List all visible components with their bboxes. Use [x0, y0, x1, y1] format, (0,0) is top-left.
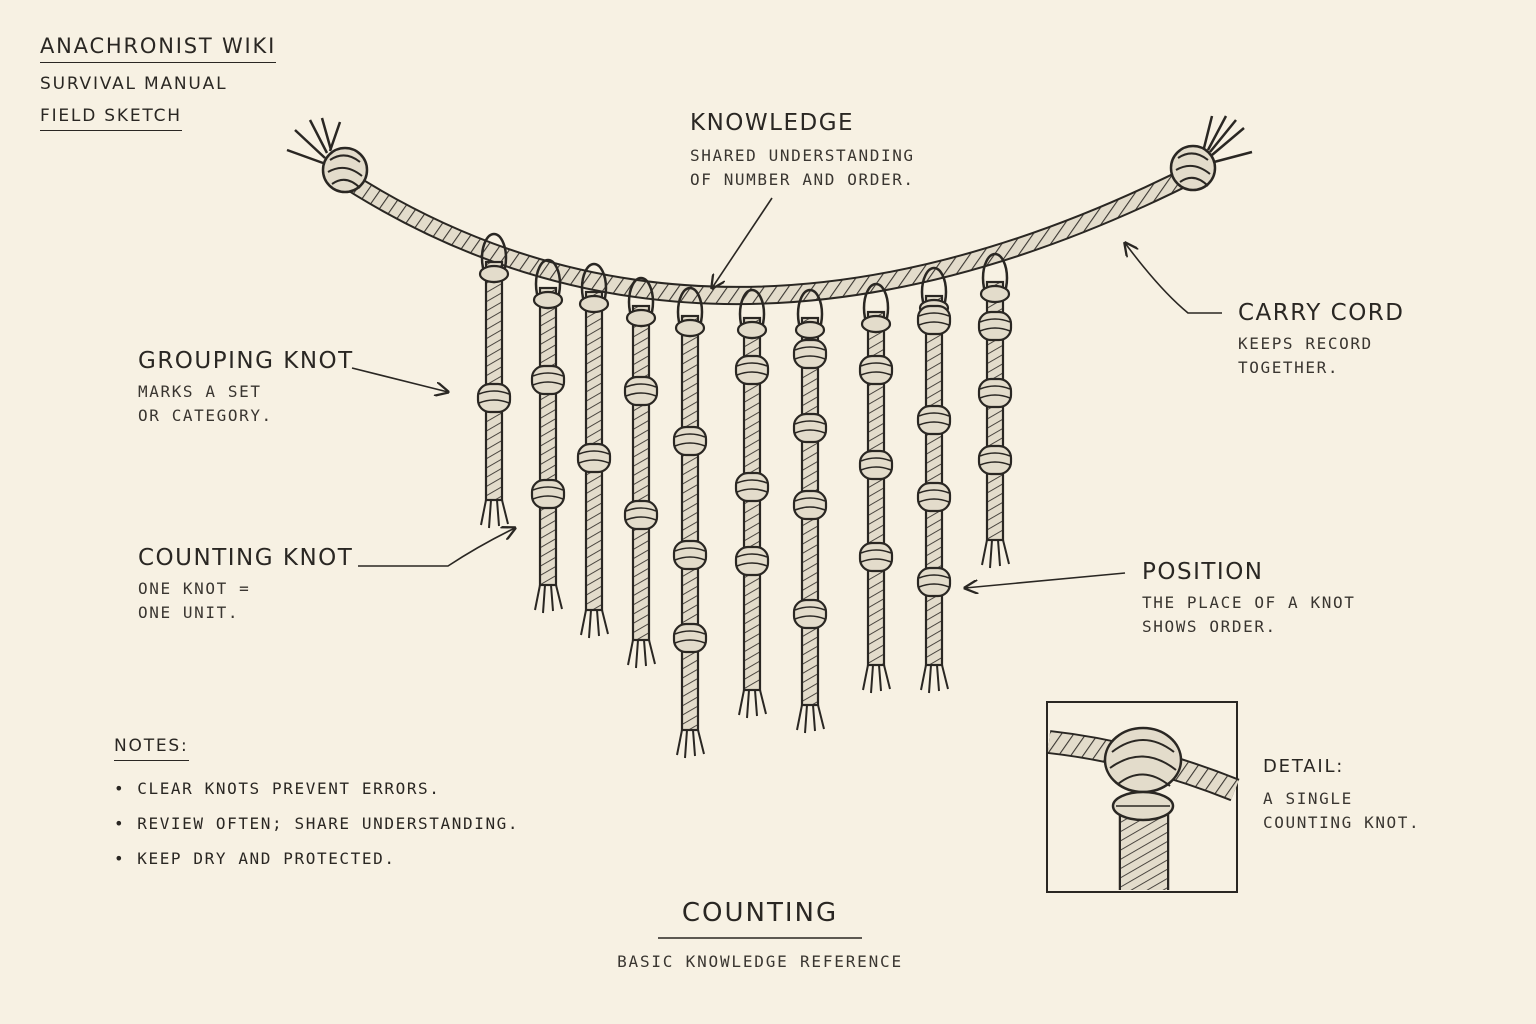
knowledge-desc-2: OF NUMBER AND ORDER.: [690, 170, 915, 189]
grouping-knot-title: GROUPING KNOT: [138, 348, 354, 374]
counting-knot: [858, 541, 894, 573]
counting-knot: [977, 444, 1013, 476]
counting-knot: [858, 449, 894, 481]
detail-desc-1: A SINGLE: [1263, 789, 1353, 808]
carry-cord-desc-2: TOGETHER.: [1238, 358, 1340, 377]
position-label: POSITION THE PLACE OF A KNOT SHOWS ORDER…: [1142, 559, 1355, 639]
pendant-cord: [576, 262, 612, 639]
counting-knot: [530, 478, 566, 510]
counting-knot: [977, 310, 1013, 342]
knowledge-arrow: [712, 197, 773, 288]
manual-subtitle: SURVIVAL MANUAL: [40, 74, 228, 94]
footer-subtitle: BASIC KNOWLEDGE REFERENCE: [617, 952, 903, 971]
counting-knot-title: COUNTING KNOT: [138, 545, 354, 571]
carry-cord-title: CARRY CORD: [1238, 300, 1405, 326]
notes-list: CLEAR KNOTS PREVENT ERRORS. REVIEW OFTEN…: [114, 779, 519, 884]
counting-knot: [858, 354, 894, 386]
grouping-knot-desc-1: MARKS A SET: [138, 382, 262, 401]
pendant-cord: [792, 288, 828, 734]
pendant-cord: [858, 282, 894, 694]
grouping-knot-arrow: [351, 367, 448, 392]
note-item: REVIEW OFTEN; SHARE UNDERSTANDING.: [114, 814, 519, 849]
pendant-cord: [734, 288, 770, 719]
pendant-cord: [530, 258, 566, 614]
pendant-cord: [977, 252, 1013, 569]
pendant-cord: [916, 266, 952, 694]
knowledge-title: KNOWLEDGE: [690, 110, 855, 136]
grouping-knot-label: GROUPING KNOT MARKS A SET OR CATEGORY.: [138, 348, 354, 428]
counting-knot: [672, 539, 708, 571]
detail-inset: [1046, 701, 1240, 893]
knowledge-label: KNOWLEDGE SHARED UNDERSTANDING OF NUMBER…: [690, 110, 915, 192]
note-item: CLEAR KNOTS PREVENT ERRORS.: [114, 779, 519, 814]
position-desc-2: SHOWS ORDER.: [1142, 617, 1277, 636]
counting-knot-arrow: [358, 528, 515, 567]
counting-knot: [672, 622, 708, 654]
footer: COUNTING BASIC KNOWLEDGE REFERENCE: [0, 898, 1520, 974]
notes-title: NOTES:: [114, 736, 189, 761]
counting-knot-label: COUNTING KNOT ONE KNOT = ONE UNIT.: [138, 545, 353, 625]
wiki-title: ANACHRONIST WIKI: [40, 34, 277, 63]
pendant-cord: [672, 286, 708, 759]
carry-cord-arrow: [1125, 243, 1222, 314]
knowledge-desc-1: SHARED UNDERSTANDING: [690, 146, 915, 165]
counting-knot: [916, 404, 952, 436]
counting-knot: [977, 377, 1013, 409]
counting-knot-desc-1: ONE KNOT =: [138, 579, 251, 598]
counting-knot: [734, 354, 770, 386]
counting-knot: [530, 364, 566, 396]
footer-title: COUNTING: [681, 898, 839, 928]
position-title: POSITION: [1142, 559, 1264, 585]
note-item: KEEP DRY AND PROTECTED.: [114, 849, 519, 884]
counting-knot: [623, 499, 659, 531]
counting-knot: [792, 489, 828, 521]
pendant-cord: [623, 276, 659, 669]
carry-cord-desc-1: KEEPS RECORD: [1238, 334, 1373, 353]
counting-knot: [734, 545, 770, 577]
sketch-subtitle: FIELD SKETCH: [40, 106, 182, 131]
counting-knot: [792, 412, 828, 444]
detail-title: DETAIL:: [1263, 756, 1345, 777]
grouping-knot-desc-2: OR CATEGORY.: [138, 406, 273, 425]
counting-knot: [916, 304, 952, 336]
position-arrow: [965, 572, 1126, 588]
counting-knot: [672, 425, 708, 457]
counting-knot: [734, 471, 770, 503]
notes-section: NOTES: CLEAR KNOTS PREVENT ERRORS. REVIE…: [114, 736, 519, 884]
detail-desc-2: COUNTING KNOT.: [1263, 813, 1421, 832]
left-end-knot: [286, 117, 369, 194]
counting-knot: [576, 442, 612, 474]
counting-knot: [916, 481, 952, 513]
counting-knot-desc-2: ONE UNIT.: [138, 603, 240, 622]
counting-knot: [476, 382, 512, 414]
counting-knot: [792, 338, 828, 370]
right-end-knot: [1169, 115, 1253, 192]
detail-label: DETAIL: A SINGLE COUNTING KNOT.: [1263, 756, 1420, 835]
counting-knot: [916, 566, 952, 598]
pendant-cord: [476, 232, 512, 529]
counting-knot: [623, 375, 659, 407]
carry-cord-label: CARRY CORD KEEPS RECORD TOGETHER.: [1238, 300, 1405, 380]
counting-knot: [792, 598, 828, 630]
position-desc-1: THE PLACE OF A KNOT: [1142, 593, 1356, 612]
